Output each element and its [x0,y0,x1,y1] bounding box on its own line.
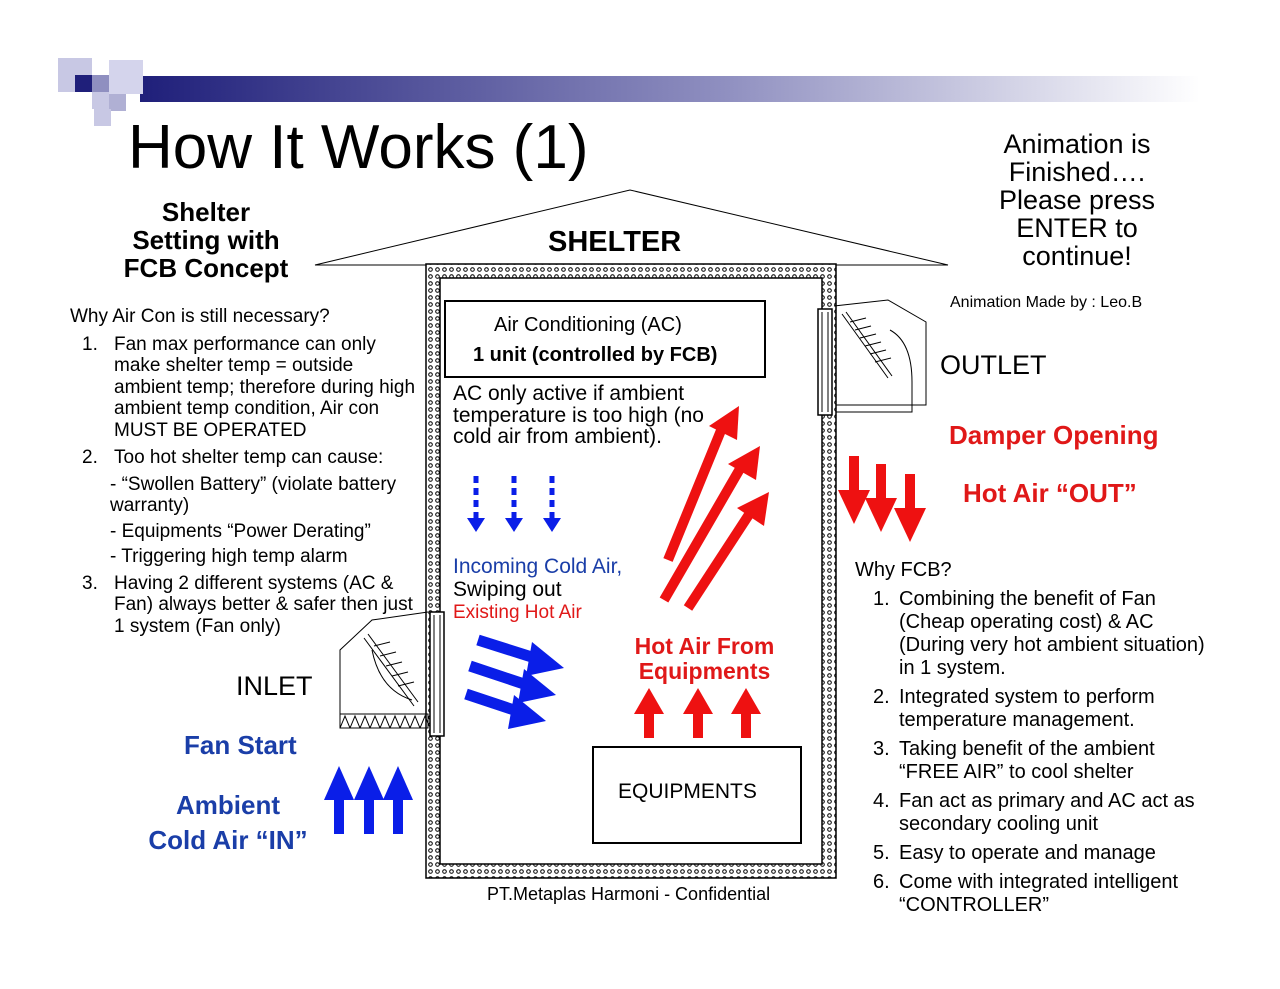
item-text: Integrated system to perform temperature… [899,686,1155,731]
fan-start-label: Fan Start [184,730,297,760]
item-text: Combining the benefit of Fan (Cheap oper… [899,588,1205,679]
animation-notice-line: Please press [998,185,1156,215]
damper-opening-label: Damper Opening [949,420,1159,450]
ambient-line: Ambient [176,790,280,820]
ambient-cold-air-label: Ambient Cold Air “IN” [128,788,328,858]
hot-air-from-equipments-label: Hot Air From Equipments [634,633,775,684]
incoming-cold-label: Incoming Cold Air, [453,555,623,578]
outlet-fan-icon [817,299,927,416]
item-text: Taking benefit of the ambient “FREE AIR”… [899,738,1155,783]
left-panel-heading: Why Air Con is still necessary? [70,306,330,327]
ambient-line: Cold Air “IN” [148,825,308,855]
right-item: 5. Easy to operate and manage [855,842,1215,865]
hot-air-out-arrows [838,456,926,542]
right-item: 6. Come with integrated intelligent “CON… [855,871,1215,917]
item-text: Fan max performance can only make shelte… [114,333,416,441]
animation-notice-line: Animation is [1003,129,1151,159]
ac-unit-count: 1 unit (controlled by FCB) [473,344,718,366]
equipments-label: EQUIPMENTS [618,780,757,803]
right-item: 4. Fan act as primary and AC act as seco… [855,790,1215,836]
right-item: 3. Taking benefit of the ambient “FREE A… [855,738,1215,784]
ac-label: Air Conditioning (AC) [494,314,682,336]
animation-notice-line: Finished…. [1008,157,1146,187]
item-text: Too hot shelter temp can cause: [114,447,384,468]
animation-notice: Animation is Finished…. Please press ENT… [972,130,1182,270]
item-number: 1. [873,588,890,610]
animation-notice-line: continue! [1022,241,1132,271]
right-panel: Why FCB? 1. Combining the benefit of Fan… [855,559,1215,917]
equipments-box [592,746,802,844]
item-number: 3. [82,572,98,594]
right-panel-heading: Why FCB? [855,559,952,581]
equipment-heat-arrows [634,688,761,738]
item-number: 6. [873,871,890,893]
left-subitem: - “Swollen Battery” (violate battery war… [110,473,397,517]
existing-hot-label: Existing Hot Air [453,602,582,623]
item-number: 5. [873,842,890,864]
left-item-3: 3. Having 2 different systems (AC & Fan)… [70,573,420,638]
footer-confidential: PT.Metaplas Harmoni - Confidential [487,884,771,904]
incoming-air-note: Incoming Cold Air, Swiping out Existing … [453,555,683,624]
ambient-cold-air-in-arrows [324,766,413,834]
subtitle-line: Setting with [132,225,280,255]
inlet-fan-icon [339,611,445,737]
item-number: 2. [82,447,98,468]
inlet-label: INLET [236,671,313,701]
incoming-cold-air-arrows [464,634,564,729]
outlet-label: OUTLET [940,350,1047,380]
ac-cold-air-arrows [467,476,561,532]
ac-unit-box [444,300,766,378]
left-subitem: - Triggering high temp alarm [110,546,348,567]
shelter-label: SHELTER [548,226,682,258]
subtitle-line: FCB Concept [123,253,289,283]
subtitle: Shelter Setting with FCB Concept [96,198,316,282]
item-text: Having 2 different systems (AC & Fan) al… [114,572,413,637]
item-number: 3. [873,738,890,760]
left-subitem: - Equipments “Power Derating” [110,520,371,542]
hot-air-rising-arrows [659,406,769,611]
decorative-squares-icon [58,58,1200,126]
item-number: 4. [873,790,890,812]
swiping-out-label: Swiping out [453,578,562,601]
item-text: Easy to operate and manage [899,842,1156,864]
right-item: 2. Integrated system to perform temperat… [855,686,1215,732]
right-item: 1. Combining the benefit of Fan (Cheap o… [855,588,1215,680]
page-title: How It Works (1) [128,113,589,182]
item-text: Come with integrated intelligent “CONTRO… [899,871,1179,916]
left-item-2: 2. Too hot shelter temp can cause: [70,447,420,469]
animation-credit: Animation Made by : Leo.B [950,294,1143,311]
ac-note: AC only active if ambient temperature is… [453,382,704,448]
item-number: 2. [873,686,890,708]
hot-air-out-label: Hot Air “OUT” [963,478,1137,508]
left-panel: Why Air Con is still necessary? 1. Fan m… [70,306,420,637]
item-number: 1. [82,333,98,355]
animation-notice-line: ENTER to [1016,213,1138,243]
item-text: Fan act as primary and AC act as seconda… [899,790,1195,835]
subtitle-line: Shelter [161,197,251,227]
left-item-1: 1. Fan max performance can only make she… [70,334,420,442]
